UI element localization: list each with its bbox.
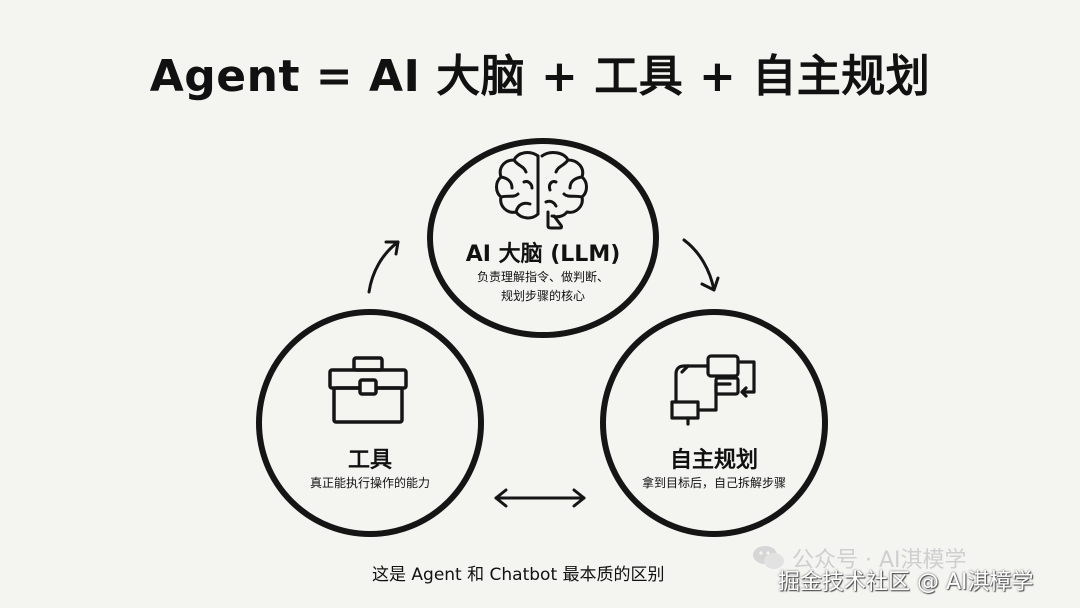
brain-node-desc-line2: 规划步骤的核心 [500, 289, 585, 303]
plan-node-title: 自主规划 [669, 448, 758, 473]
brain-node-title: AI 大脑 (LLM) [465, 242, 621, 267]
tools-node-title: 工具 [347, 448, 392, 473]
watermark-faint-text: 公众号 · AI淇模学 [792, 548, 967, 573]
brain-node-desc-line1: 负责理解指令、做判断、 [476, 270, 609, 284]
toolbox-icon [326, 354, 410, 426]
arrow-tools-plan-bidirectional [494, 488, 586, 508]
plan-node-circle [600, 309, 828, 537]
tools-node-desc: 真正能执行操作的能力 [309, 476, 430, 490]
brain-icon [494, 148, 590, 230]
diagram-caption: 这是 Agent 和 Chatbot 最本质的区别 [372, 565, 665, 585]
wechat-icon [752, 544, 786, 576]
arrow-brain-to-plan [682, 238, 720, 292]
plan-node-desc: 拿到目标后，自己拆解步骤 [641, 476, 786, 490]
watermark-main-text: 掘金技术社区 @ AI淇樟学 [778, 570, 1034, 595]
arrow-tools-to-brain [367, 240, 400, 294]
flowchart-icon [660, 352, 760, 426]
diagram-title: Agent = AI 大脑 + 工具 + 自主规划 [149, 51, 931, 102]
tools-node-circle [256, 309, 484, 537]
watermark: 公众号 · AI淇模学 掘金技术社区 @ AI淇樟学 [752, 540, 1072, 600]
brain-node-circle [427, 138, 659, 338]
